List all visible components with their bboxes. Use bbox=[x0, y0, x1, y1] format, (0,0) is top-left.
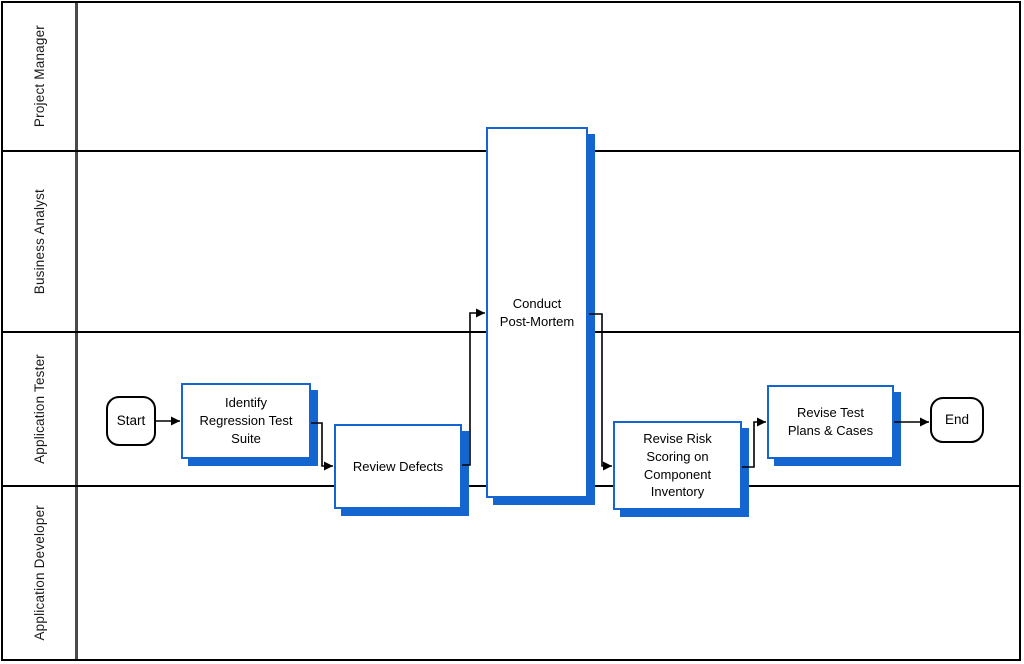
node-start-terminator: Start bbox=[106, 396, 156, 446]
node-end-terminator: End bbox=[930, 397, 984, 443]
lane-label: Project Manager bbox=[31, 25, 47, 128]
node-revise-test-plans-cases: Revise Test Plans & Cases bbox=[767, 385, 894, 459]
node-label: Revise Test Plans & Cases bbox=[787, 405, 874, 438]
node-review-defects: Review Defects bbox=[334, 424, 462, 509]
lane-header-application-tester: Application Tester bbox=[3, 333, 78, 485]
lane-header-project-manager: Project Manager bbox=[3, 3, 78, 150]
node-label: End bbox=[944, 411, 970, 427]
node-revise-risk-scoring: Revise Risk Scoring on Component Invento… bbox=[613, 421, 742, 510]
lane-label: Application Developer bbox=[31, 505, 47, 641]
node-conduct-post-mortem: Conduct Post-Mortem bbox=[486, 127, 588, 498]
lane-body bbox=[78, 487, 1019, 659]
lane-header-application-developer: Application Developer bbox=[3, 487, 78, 659]
node-label: Revise Risk Scoring on Component Invento… bbox=[643, 430, 712, 500]
lane-header-business-analyst: Business Analyst bbox=[3, 152, 78, 331]
node-label: Start bbox=[116, 412, 146, 428]
node-label: Identify Regression Test Suite bbox=[199, 395, 293, 446]
node-label: Review Defects bbox=[352, 458, 444, 474]
node-identify-regression-test-suite: Identify Regression Test Suite bbox=[181, 383, 311, 459]
lane-label: Business Analyst bbox=[31, 188, 47, 295]
lane-application-developer: Application Developer bbox=[3, 487, 1019, 659]
lane-label: Application Tester bbox=[31, 354, 47, 464]
node-label: Conduct Post-Mortem bbox=[499, 295, 575, 329]
